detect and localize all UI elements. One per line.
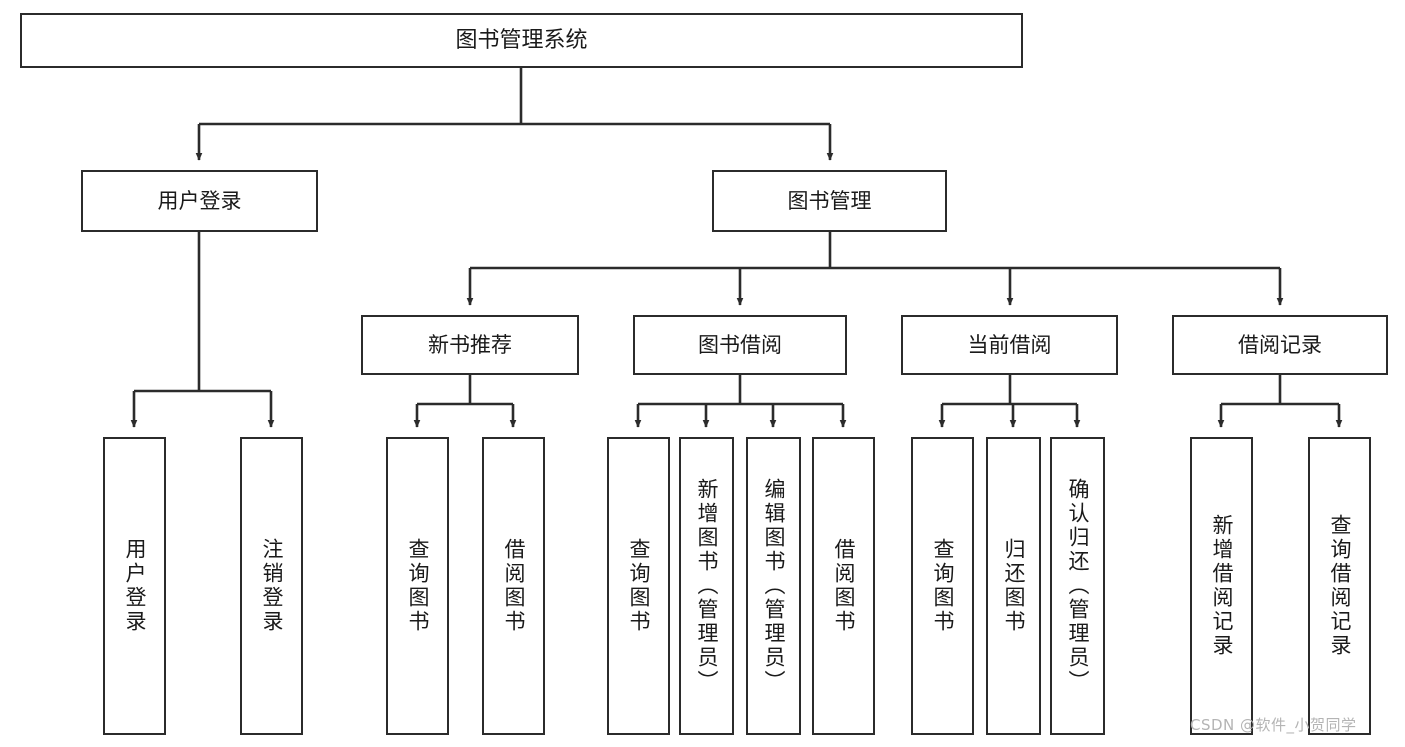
node-label: 图书管理 xyxy=(787,188,872,213)
node-label: 借阅图书 xyxy=(502,538,526,634)
node-leaf-query-book-1[interactable]: 查询图书 xyxy=(386,437,449,735)
node-label: 新增图书（管理员） xyxy=(695,478,719,694)
node-leaf-add-borrow-record[interactable]: 新增借阅记录 xyxy=(1190,437,1253,735)
node-label: 查询图书 xyxy=(931,538,955,634)
node-leaf-user-login[interactable]: 用户登录 xyxy=(103,437,166,735)
node-current-borrow[interactable]: 当前借阅 xyxy=(901,315,1118,375)
node-leaf-borrow-book-1[interactable]: 借阅图书 xyxy=(482,437,545,735)
node-label: 归还图书 xyxy=(1002,538,1026,634)
node-new-book-recommend[interactable]: 新书推荐 xyxy=(361,315,579,375)
node-label: 注销登录 xyxy=(260,538,284,634)
node-user-login[interactable]: 用户登录 xyxy=(81,170,318,232)
csdn-watermark: CSDN @软件_小贺同学 xyxy=(1190,716,1357,734)
node-label: 图书管理系统 xyxy=(455,27,588,53)
node-book-management[interactable]: 图书管理 xyxy=(712,170,947,232)
node-leaf-confirm-return-admin[interactable]: 确认归还（管理员） xyxy=(1050,437,1105,735)
node-label: 确认归还（管理员） xyxy=(1066,478,1090,694)
node-label: 新增借阅记录 xyxy=(1210,514,1234,658)
node-leaf-query-book-2[interactable]: 查询图书 xyxy=(607,437,670,735)
node-label: 查询图书 xyxy=(406,538,430,634)
node-label: 查询图书 xyxy=(627,538,651,634)
node-label: 用户登录 xyxy=(157,188,242,213)
node-label: 图书借阅 xyxy=(698,332,782,357)
node-leaf-edit-book-admin[interactable]: 编辑图书（管理员） xyxy=(746,437,801,735)
node-borrow-record[interactable]: 借阅记录 xyxy=(1172,315,1388,375)
node-label: 查询借阅记录 xyxy=(1328,514,1352,658)
node-leaf-query-borrow-record[interactable]: 查询借阅记录 xyxy=(1308,437,1371,735)
node-leaf-return-book[interactable]: 归还图书 xyxy=(986,437,1041,735)
node-label: 借阅记录 xyxy=(1238,332,1322,357)
node-leaf-query-book-3[interactable]: 查询图书 xyxy=(911,437,974,735)
node-leaf-borrow-book-2[interactable]: 借阅图书 xyxy=(812,437,875,735)
node-leaf-add-book-admin[interactable]: 新增图书（管理员） xyxy=(679,437,734,735)
node-label: 用户登录 xyxy=(123,538,147,634)
node-label: 新书推荐 xyxy=(428,332,512,357)
node-label: 借阅图书 xyxy=(832,538,856,634)
node-leaf-user-logout[interactable]: 注销登录 xyxy=(240,437,303,735)
node-label: 编辑图书（管理员） xyxy=(762,478,786,694)
node-label: 当前借阅 xyxy=(967,332,1052,357)
node-book-management-system[interactable]: 图书管理系统 xyxy=(20,13,1023,68)
node-book-borrow[interactable]: 图书借阅 xyxy=(633,315,847,375)
